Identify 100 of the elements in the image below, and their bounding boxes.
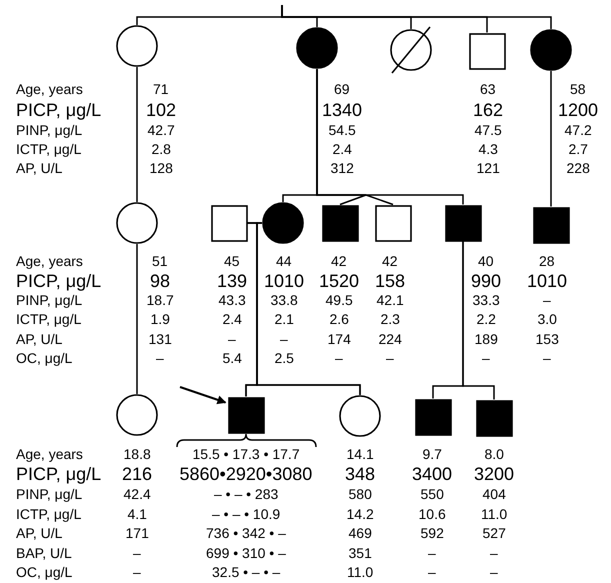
measurement-value: 2.6	[330, 311, 349, 327]
measurement-value: 1010	[527, 271, 568, 291]
measurement-value: 47.5	[474, 122, 502, 138]
row-label: AP, U/L	[16, 160, 62, 176]
measurement-value: 2.1	[274, 311, 294, 327]
measurement-value: 216	[122, 464, 152, 484]
row-label: Age, years	[16, 81, 83, 97]
measurement-value: 469	[348, 525, 372, 541]
measurement-value: 2.4	[222, 311, 242, 327]
row-label: OC, μg/L	[16, 350, 72, 366]
measurement-value: 58	[570, 81, 586, 97]
measurement-value: 44	[276, 253, 292, 269]
row-label: PICP, μg/L	[16, 464, 102, 484]
deceased-female-symbol	[390, 29, 432, 71]
measurement-value: 63	[480, 81, 496, 97]
measurement-value: 2.2	[476, 311, 496, 327]
female-symbol	[116, 25, 158, 67]
measurement-value: 14.2	[346, 506, 374, 522]
measurement-value: 9.7	[422, 446, 442, 462]
measurement-value: 131	[148, 331, 172, 347]
female-symbol	[339, 395, 381, 437]
measurement-value: 51	[152, 253, 168, 269]
female-symbol	[116, 202, 158, 244]
measurement-value: 45	[224, 253, 240, 269]
measurement-value: 1200	[558, 100, 598, 120]
affected-female-symbol	[296, 27, 338, 69]
measurement-value: 2.8	[152, 141, 171, 157]
measurement-value: 10.6	[418, 506, 446, 522]
row-label: PICP, μg/L	[16, 271, 102, 291]
measurement-value: 1.9	[150, 311, 170, 327]
measurement-value: 404	[482, 486, 506, 502]
measurement-value: –	[490, 564, 498, 580]
measurement-value: 98	[150, 271, 170, 291]
row-label: PINP, μg/L	[16, 486, 82, 502]
affected-male-symbol	[322, 204, 358, 242]
measurement-value: 54.5	[328, 122, 356, 138]
pedigree-line	[316, 69, 464, 204]
measurement-value: 11.0	[481, 506, 508, 522]
row-label: AP, U/L	[16, 525, 62, 541]
measurement-value: 228	[566, 160, 590, 176]
affected-male-symbol	[444, 204, 482, 242]
affected-female-symbol	[530, 29, 572, 71]
measurement-value: 2.5	[274, 350, 294, 366]
measurement-value: 3400	[412, 464, 452, 484]
measurement-value: 42.7	[148, 122, 175, 138]
measurement-value: –	[133, 564, 141, 580]
measurement-value: 5.4	[222, 350, 242, 366]
male-symbol	[374, 204, 412, 242]
measurement-value: 4.3	[478, 141, 498, 157]
measurement-value: –	[280, 331, 288, 347]
measurement-value: 348	[345, 464, 376, 484]
pedigree-line	[550, 71, 552, 206]
pedigree-line	[136, 67, 138, 202]
male-symbol	[210, 204, 248, 242]
measurement-value: 15.5 • 17.3 • 17.7	[192, 446, 300, 462]
measurement-value: 14.1	[346, 446, 374, 462]
measurement-value: 102	[146, 100, 176, 120]
affected-male-symbol	[476, 400, 512, 436]
measurement-value: 18.7	[146, 292, 174, 308]
affected-female-symbol	[262, 202, 304, 244]
row-label: Age, years	[16, 446, 83, 462]
measurement-value: 11.0	[347, 564, 374, 580]
row-label: ICTP, μg/L	[16, 311, 82, 327]
measurement-value: 527	[482, 525, 506, 541]
measurement-value: 699 • 310 • –	[206, 545, 286, 561]
row-label: ICTP, μg/L	[16, 506, 82, 522]
measurement-value: 71	[153, 81, 169, 97]
measurement-value: 592	[420, 525, 444, 541]
measurement-value: 32.5 • – • –	[212, 564, 280, 580]
measurement-value: 33.8	[270, 292, 298, 308]
measurement-value: 1340	[322, 100, 362, 120]
measurement-value: 2.7	[568, 141, 588, 157]
measurement-value: 42.4	[124, 486, 151, 502]
row-label: Age, years	[16, 253, 83, 269]
measurement-value: 43.3	[218, 292, 246, 308]
row-label: BAP, U/L	[16, 545, 72, 561]
measurement-value: 162	[473, 100, 504, 120]
pedigree-line	[136, 244, 138, 394]
measurement-value: –	[335, 350, 343, 366]
row-label: ICTP, μg/L	[16, 141, 82, 157]
measurement-value: 121	[476, 160, 500, 176]
measurement-value: 189	[474, 331, 498, 347]
affected-male-symbol	[228, 396, 264, 434]
measurement-value: –	[133, 545, 141, 561]
measurement-value: –	[543, 292, 551, 308]
measurement-value: 33.3	[472, 292, 500, 308]
measurement-value: –	[543, 350, 551, 366]
measurement-value: 40	[478, 253, 494, 269]
male-symbol	[468, 32, 506, 70]
measurement-value: 4.1	[128, 506, 147, 522]
measurement-value: 1520	[319, 271, 360, 291]
measurement-value: 1010	[264, 271, 304, 291]
measurement-value: 3200	[474, 464, 514, 484]
measurement-value: 2.3	[380, 311, 400, 327]
measurement-value: 139	[217, 271, 248, 291]
row-label: OC, μg/L	[16, 564, 72, 580]
measurement-value: –	[428, 564, 436, 580]
measurement-value: 8.0	[484, 446, 504, 462]
measurement-value: –	[482, 350, 490, 366]
affected-male-symbol	[414, 398, 452, 436]
